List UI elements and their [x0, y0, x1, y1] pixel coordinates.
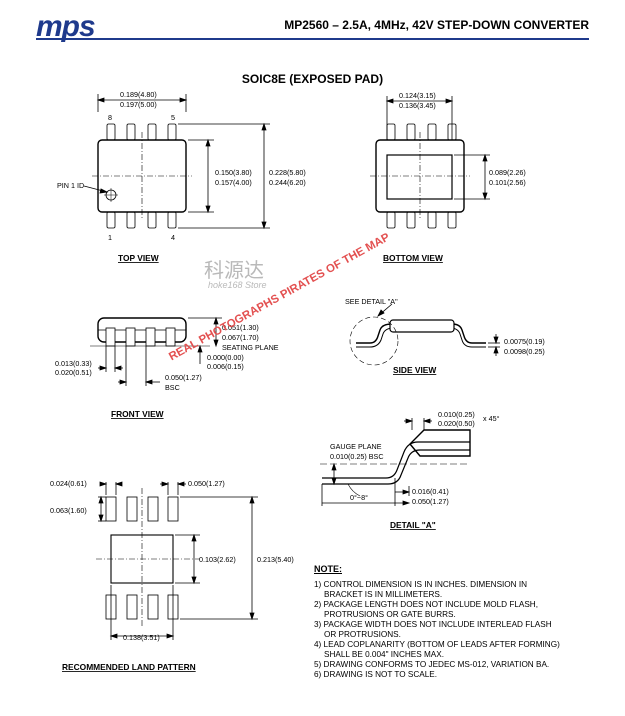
gauge-dim: 0.010(0.25) BSC [330, 452, 384, 461]
land-center-width-dim: 0.138(3.51) [123, 633, 160, 642]
note-line: 4) LEAD COPLANARITY (BOTTOM OF LEADS AFT… [314, 640, 560, 649]
land-pad-length-dim: 0.063(1.60) [50, 506, 87, 515]
front-lead-width-dim-1: 0.013(0.33) [55, 359, 92, 368]
bottom-pad-height-dim-2: 0.101(2.56) [489, 178, 526, 187]
pin-5-label: 5 [171, 113, 175, 122]
pin-1-label: 1 [108, 233, 112, 242]
front-lead-width-dim-2: 0.020(0.51) [55, 368, 92, 377]
top-view: 0.189(4.80) 0.197(5.00) 8 5 1 4 PIN 1 ID [57, 90, 306, 263]
note-line: 3) PACKAGE WIDTH DOES NOT INCLUDE INTERL… [314, 620, 552, 629]
land-pitch-dim: 0.050(1.27) [188, 479, 225, 488]
chamfer-dim-2: 0.020(0.50) [438, 419, 475, 428]
note-line: 5) DRAWING CONFORMS TO JEDEC MS-012, VAR… [314, 660, 550, 669]
front-standoff-dim-2: 0.006(0.15) [207, 362, 244, 371]
note-line: 2) PACKAGE LENGTH DOES NOT INCLUDE MOLD … [314, 600, 538, 609]
top-view-label: TOP VIEW [118, 253, 159, 263]
document-title: MP2560 – 2.5A, 4MHz, 42V STEP-DOWN CONVE… [284, 18, 589, 32]
angle-label: 0°~8° [350, 493, 368, 502]
detail-a: 0.010(0.25) 0.020(0.50) x 45° GAUGE PLAN… [320, 410, 500, 530]
top-overall-dim-1: 0.228(5.80) [269, 168, 306, 177]
note-line: PROTRUSIONS OR GATE BURRS. [324, 610, 456, 619]
note-line: BRACKET IS IN MILLIMETERS. [324, 590, 443, 599]
land-center-height-dim: 0.103(2.62) [199, 555, 236, 564]
watermark-chinese: 科源达 [204, 258, 264, 282]
bottom-pad-height-dim-1: 0.089(2.26) [489, 168, 526, 177]
bottom-view: 0.124(3.15) 0.136(3.45) 0.089(2.26) 0.10… [370, 91, 526, 263]
front-pitch-dim-1: 0.050(1.27) [165, 373, 202, 382]
watermark-store: hoke168 Store [208, 280, 267, 290]
mps-logo: mps [36, 10, 96, 43]
package-title: SOIC8E (EXPOSED PAD) [241, 72, 384, 86]
note-line: OR PROTRUSIONS. [324, 630, 401, 639]
seating-plane-label: SEATING PLANE [222, 343, 279, 352]
side-thickness-dim-1: 0.0075(0.19) [504, 337, 545, 346]
foot-dim-1: 0.016(0.41) [412, 487, 449, 496]
front-view: 0.051(1.30) 0.067(1.70) SEATING PLANE 0.… [55, 316, 279, 419]
side-view: SEE DETAIL "A" 0.0075(0.19) 0.0098(0.25)… [345, 297, 545, 375]
side-view-label: SIDE VIEW [393, 365, 436, 375]
note-line: 6) DRAWING IS NOT TO SCALE. [314, 670, 437, 679]
top-width-dim-1: 0.189(4.80) [120, 90, 157, 99]
note-line: SHALL BE 0.004" INCHES MAX. [324, 650, 445, 659]
chamfer-angle: x 45° [483, 414, 500, 423]
land-pad-width-dim: 0.024(0.61) [50, 479, 87, 488]
front-pitch-dim-2: BSC [165, 383, 180, 392]
bottom-pad-width-dim-1: 0.124(3.15) [399, 91, 436, 100]
note-line: 1) CONTROL DIMENSION IS IN INCHES. DIMEN… [314, 580, 528, 589]
pin-4-label: 4 [171, 233, 175, 242]
front-height-dim-2: 0.067(1.70) [222, 333, 259, 342]
top-body-dim-2: 0.157(4.00) [215, 178, 252, 187]
detail-a-label: DETAIL "A" [390, 520, 436, 530]
land-pattern-label: RECOMMENDED LAND PATTERN [62, 662, 196, 672]
header-divider [36, 38, 589, 40]
pin-8-label: 8 [108, 113, 112, 122]
bottom-pad-width-dim-2: 0.136(3.45) [399, 101, 436, 110]
top-body-dim-1: 0.150(3.80) [215, 168, 252, 177]
notes-list: 1) CONTROL DIMENSION IS IN INCHES. DIMEN… [314, 580, 614, 680]
gauge-plane-label: GAUGE PLANE [330, 442, 382, 451]
foot-dim-2: 0.050(1.27) [412, 497, 449, 506]
land-pattern: 0.024(0.61) 0.050(1.27) 0.063(1.60) 0.10… [50, 479, 294, 672]
bottom-view-label: BOTTOM VIEW [383, 253, 443, 263]
land-overall-height-dim: 0.213(5.40) [257, 555, 294, 564]
pin1-id-label: PIN 1 ID [57, 181, 84, 190]
see-detail-label: SEE DETAIL "A" [345, 297, 398, 306]
top-overall-dim-2: 0.244(6.20) [269, 178, 306, 187]
notes-title: NOTE: [314, 564, 342, 574]
front-view-label: FRONT VIEW [111, 409, 164, 419]
top-width-dim-2: 0.197(5.00) [120, 100, 157, 109]
front-standoff-dim-1: 0.000(0.00) [207, 353, 244, 362]
chamfer-dim-1: 0.010(0.25) [438, 410, 475, 419]
front-height-dim-1: 0.051(1.30) [222, 323, 259, 332]
side-thickness-dim-2: 0.0098(0.25) [504, 347, 545, 356]
